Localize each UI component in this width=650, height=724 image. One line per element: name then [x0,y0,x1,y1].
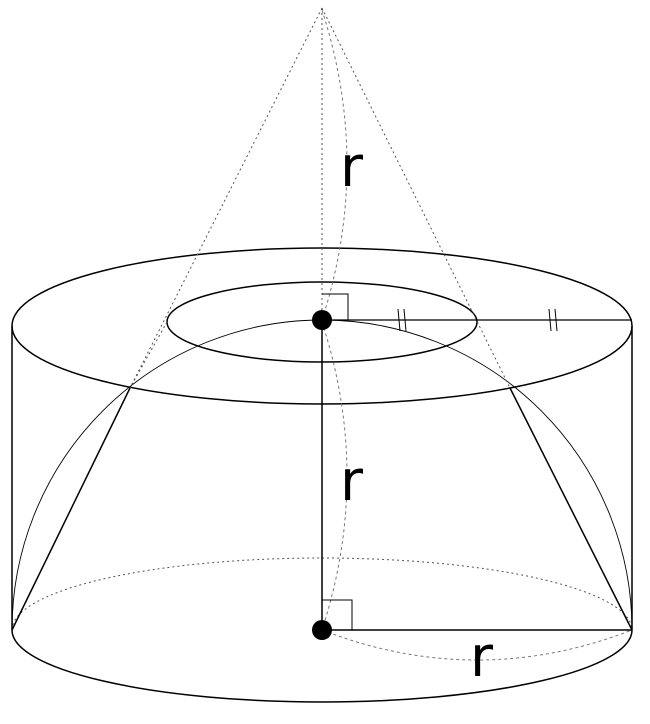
cone-right-slant-lower [509,387,633,631]
bottom-base-front-arc [11,629,633,703]
equal-tick-marks-2 [548,308,558,332]
top-center-point [312,310,332,330]
bottom-base-back-arc [11,557,633,631]
right-angle-marker-top [322,293,349,320]
lower-height-label: r [340,449,364,514]
base-radius-label: r [470,625,494,690]
lower-height-measure-arc [321,321,348,631]
cone-right-slant-upper [321,7,511,389]
cone-height-measure-arc [321,9,348,321]
cone-left-slant-upper [129,7,323,389]
cone-left-slant-lower [11,387,131,631]
equal-tick-marks-1 [397,308,407,332]
right-angle-marker-bottom [322,599,353,630]
base-radius-measure-arc [321,629,633,661]
cone-left-inner-segment [129,321,168,389]
cone-height-label: r [340,135,364,200]
bottom-center-point [312,620,332,640]
